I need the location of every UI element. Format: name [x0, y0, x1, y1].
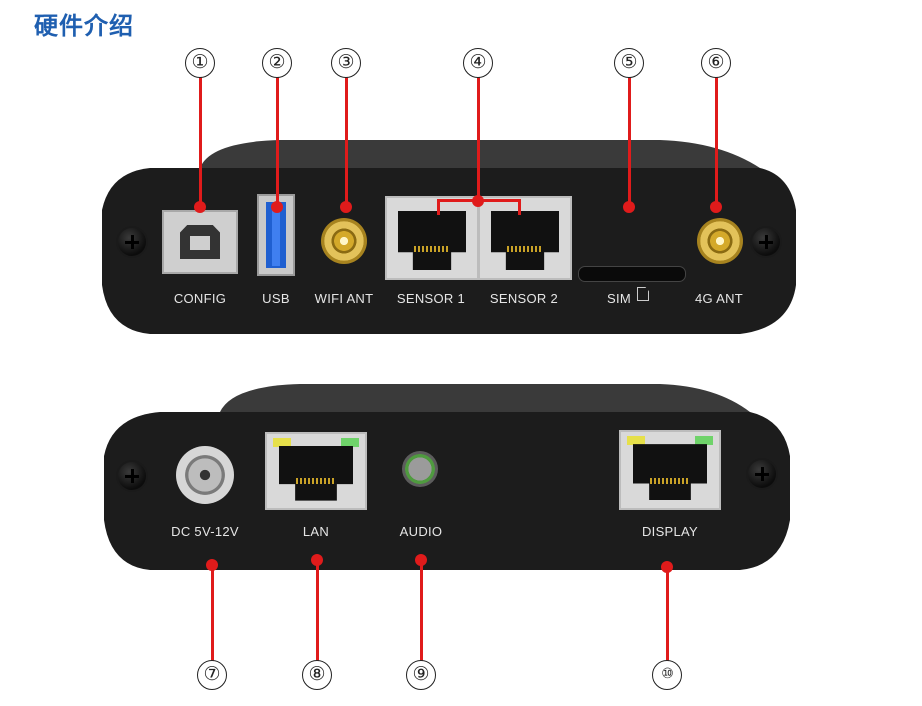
lan-label: LAN: [302, 524, 330, 539]
screw-icon: [118, 228, 146, 256]
callout-6: ⑥: [701, 48, 731, 78]
sim-slot-icon: [578, 266, 686, 282]
page-title: 硬件介绍: [34, 12, 134, 40]
audio-jack-icon: [402, 451, 438, 487]
rj45-port-icon: [385, 196, 479, 280]
display-port-icon: [619, 430, 721, 510]
callout-10: ⑩: [652, 660, 682, 690]
config-label: CONFIG: [173, 291, 227, 306]
callout-5: ⑤: [614, 48, 644, 78]
lan-port-icon: [265, 432, 367, 510]
display-label: DISPLAY: [641, 524, 699, 539]
callout-1: ①: [185, 48, 215, 78]
screw-icon: [748, 460, 776, 488]
wifi-ant-label: WIFI ANT: [314, 291, 374, 306]
usb-label: USB: [262, 291, 290, 306]
sim-card-icon: [637, 287, 649, 301]
usb-b-port-icon: [162, 210, 238, 274]
callout-9: ⑨: [406, 660, 436, 690]
dc-label: DC 5V-12V: [171, 524, 239, 539]
rj45-port-icon: [478, 196, 572, 280]
screw-icon: [118, 462, 146, 490]
wifi-antenna-connector-icon: [321, 218, 367, 264]
sensor-1-label: SENSOR 1: [396, 291, 466, 306]
callout-8: ⑧: [302, 660, 332, 690]
callout-4: ④: [463, 48, 493, 78]
screw-icon: [752, 228, 780, 256]
callout-2: ②: [262, 48, 292, 78]
sim-label: SIM: [606, 291, 632, 306]
callout-3: ③: [331, 48, 361, 78]
audio-label: AUDIO: [399, 524, 443, 539]
4g-antenna-connector-icon: [697, 218, 743, 264]
callout-7: ⑦: [197, 660, 227, 690]
sensor-2-label: SENSOR 2: [489, 291, 559, 306]
4g-ant-label: 4G ANT: [694, 291, 744, 306]
dc-power-jack-icon: [176, 446, 234, 504]
